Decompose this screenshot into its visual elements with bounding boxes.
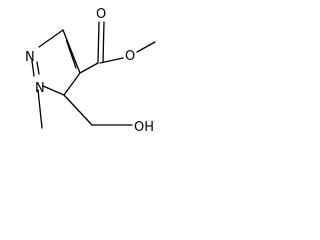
bond-n1-methyl: [37, 89, 43, 129]
bond-c5-n1: [42, 85, 65, 96]
bond-c5-ch2: [63, 94, 93, 126]
atom-label-oh: OH: [134, 120, 154, 135]
bond-c3-c4-inner: [65, 39, 77, 69]
atom-label-n1: N: [35, 81, 45, 96]
atom-label-o-ester: O: [125, 49, 135, 64]
bond-oester-methyl: [136, 41, 156, 53]
bond-c3-c4: [62, 29, 81, 74]
bond-n2-c3: [38, 29, 64, 48]
bond-n1-n2: [31, 60, 35, 77]
bond-carbonyl-double-a: [97, 21, 100, 63]
atom-label-n2: N: [25, 50, 35, 65]
pyrazole-structure-diagram: N N O O OH: [25, 7, 156, 135]
bond-ccarbonyl-oester: [99, 57, 124, 64]
bond-n1-n2-inner: [36, 61, 40, 75]
bond-c4-ccarbonyl: [79, 62, 99, 74]
bond-c4-c5: [63, 72, 81, 96]
bond-carbonyl-double-b: [102, 21, 105, 63]
atom-label-o-carbonyl: O: [96, 7, 106, 22]
